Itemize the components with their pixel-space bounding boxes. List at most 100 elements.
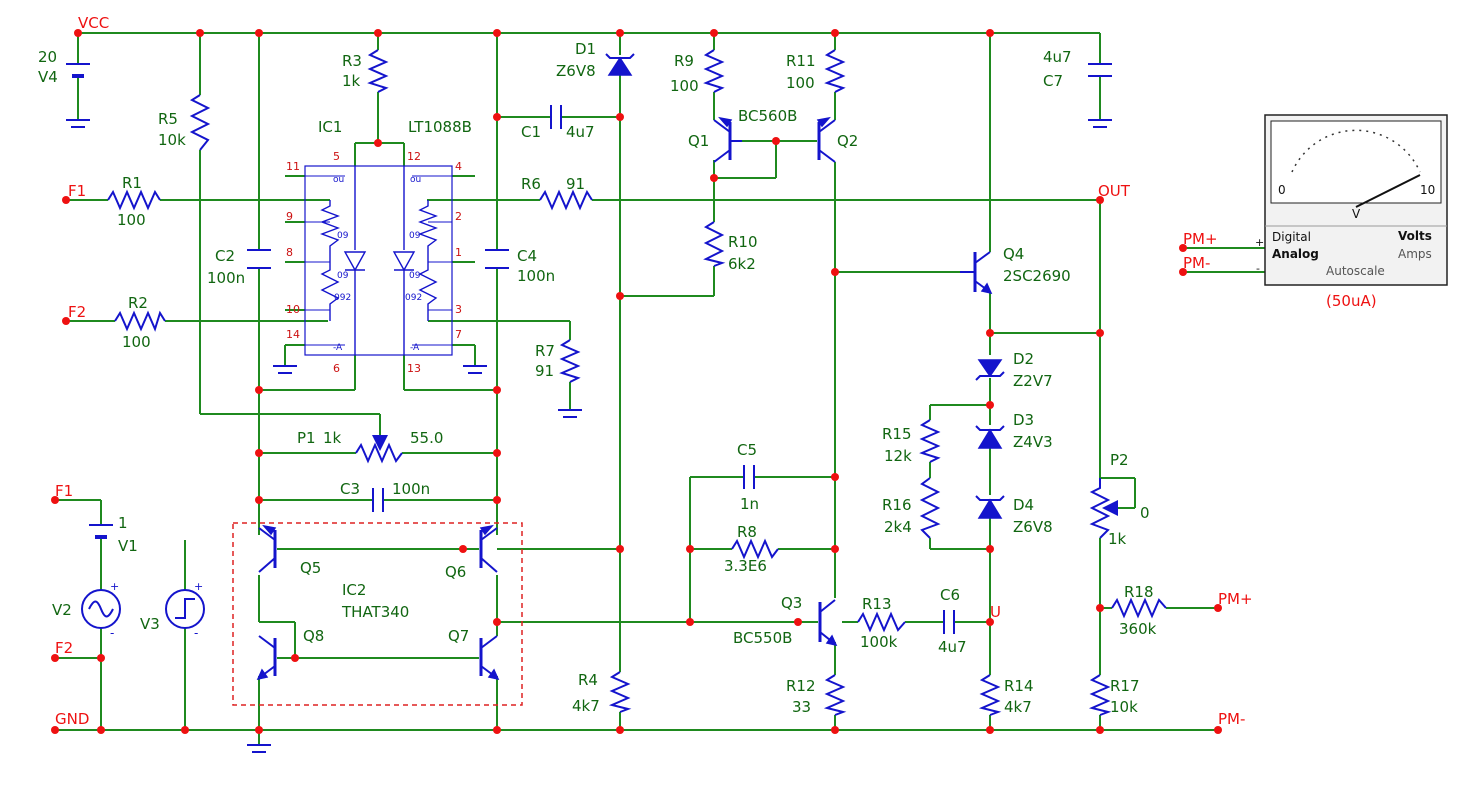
- r15-ref: R15: [882, 425, 912, 443]
- r3-value: 1k: [342, 72, 361, 90]
- net-vcc: VCC: [78, 14, 109, 32]
- resistor-r12[interactable]: [823, 674, 847, 716]
- svg-text:-: -: [1256, 262, 1260, 275]
- d4-value: Z6V8: [1013, 518, 1053, 536]
- capacitor-c1[interactable]: [550, 105, 562, 129]
- node-dots: [51, 29, 1222, 734]
- resistor-r9[interactable]: [703, 49, 725, 93]
- capacitor-c3[interactable]: [372, 488, 384, 512]
- r12-value: 33: [792, 698, 811, 716]
- r12-ref: R12: [786, 677, 816, 695]
- c6-ref: C6: [940, 586, 960, 604]
- ic1-mark: 09: [409, 271, 421, 281]
- ic1-mark: 092: [334, 293, 351, 303]
- pulse-source-v3[interactable]: + -: [165, 580, 205, 640]
- transistor-q2[interactable]: [816, 116, 836, 163]
- c1-ref: C1: [521, 123, 541, 141]
- net-f1: F1: [68, 182, 86, 200]
- zener-d4[interactable]: [975, 495, 1005, 519]
- panel-meter[interactable]: 0 10 V Digital Analog Volts Amps Autosca…: [1255, 114, 1448, 286]
- capacitor-c7[interactable]: [1088, 63, 1112, 77]
- c3-ref: C3: [340, 480, 360, 498]
- zener-d2[interactable]: [975, 359, 1005, 381]
- meter-scale-min: 0: [1278, 183, 1286, 197]
- transistor-q6[interactable]: [479, 524, 498, 573]
- net-f1: F1: [55, 482, 73, 500]
- svg-text:-: -: [194, 626, 198, 640]
- resistor-r18[interactable]: [1111, 597, 1167, 619]
- transistor-q1[interactable]: [713, 116, 742, 163]
- r17-ref: R17: [1110, 677, 1140, 695]
- r2-ref: R2: [128, 294, 148, 312]
- ic2-outline[interactable]: [232, 522, 523, 706]
- c4-ref: C4: [517, 247, 537, 265]
- resistor-r14[interactable]: [978, 674, 1002, 716]
- resistor-r5[interactable]: [189, 94, 211, 151]
- potentiometer-p1[interactable]: [355, 442, 403, 464]
- r18-ref: R18: [1124, 583, 1154, 601]
- svg-text:9: 9: [286, 210, 293, 223]
- q5-ref: Q5: [300, 559, 321, 577]
- capacitor-c5[interactable]: [743, 465, 755, 489]
- meter-mode-digital[interactable]: Digital: [1272, 230, 1311, 244]
- meter-scale-max: 10: [1420, 183, 1435, 197]
- v4-value: 20: [38, 48, 57, 66]
- resistor-r6[interactable]: [539, 189, 593, 211]
- resistor-r7[interactable]: [559, 339, 581, 383]
- transistor-q3[interactable]: [818, 599, 838, 647]
- r14-value: 4k7: [1004, 698, 1032, 716]
- battery-v1[interactable]: [89, 524, 113, 539]
- p2-value: 1k: [1108, 530, 1127, 548]
- resistor-r2[interactable]: [114, 310, 166, 332]
- c1-value: 4u7: [566, 123, 595, 141]
- r6-value: 91: [566, 175, 585, 193]
- zener-d3[interactable]: [975, 425, 1005, 449]
- resistor-r17[interactable]: [1088, 674, 1112, 716]
- r1-value: 100: [117, 211, 146, 229]
- resistor-r3[interactable]: [367, 49, 389, 93]
- zener-d1[interactable]: [605, 53, 635, 76]
- r11-value: 100: [786, 74, 815, 92]
- r10-value: 6k2: [728, 255, 756, 273]
- r16-value: 2k4: [884, 518, 912, 536]
- svg-text:13: 13: [407, 362, 421, 375]
- r3-ref: R3: [342, 52, 362, 70]
- meter-autoscale[interactable]: Autoscale: [1326, 264, 1385, 278]
- r5-ref: R5: [158, 110, 178, 128]
- transistor-q7[interactable]: [479, 635, 500, 681]
- potentiometer-p2[interactable]: [1089, 478, 1111, 539]
- transistor-q5[interactable]: [258, 524, 277, 573]
- c2-ref: C2: [215, 247, 235, 265]
- ic1-lt1088b[interactable]: ou ou 09 09 09 09 092 092 -A -A: [304, 165, 453, 356]
- transistor-q8[interactable]: [256, 635, 277, 681]
- meter-mode-analog[interactable]: Analog: [1272, 247, 1319, 261]
- resistor-r15[interactable]: [919, 419, 941, 463]
- resistor-r1[interactable]: [107, 189, 161, 211]
- resistor-r13[interactable]: [857, 611, 906, 633]
- v2-ref: V2: [52, 601, 72, 619]
- capacitor-c6[interactable]: [943, 610, 955, 634]
- d2-value: Z2V7: [1013, 372, 1053, 390]
- c2-value: 100n: [207, 269, 245, 287]
- capacitor-c4[interactable]: [485, 249, 509, 269]
- meter-range-volts[interactable]: Volts: [1398, 229, 1432, 243]
- resistor-r10[interactable]: [703, 221, 726, 267]
- capacitor-c2[interactable]: [247, 249, 271, 269]
- resistor-r4[interactable]: [608, 671, 632, 713]
- resistor-r11[interactable]: [824, 49, 846, 93]
- v1-value: 1: [118, 514, 128, 532]
- resistor-r8[interactable]: [731, 538, 779, 560]
- meter-unit: V: [1352, 207, 1361, 221]
- r9-value: 100: [670, 77, 699, 95]
- transistor-q4[interactable]: [960, 251, 993, 295]
- d1-value: Z6V8: [556, 62, 596, 80]
- r15-value: 12k: [884, 447, 912, 465]
- resistors: [107, 49, 1167, 716]
- net-f2: F2: [55, 639, 73, 657]
- meter-range-amps[interactable]: Amps: [1398, 247, 1432, 261]
- resistor-r16[interactable]: [919, 477, 941, 539]
- battery-v4[interactable]: [66, 63, 90, 78]
- d2-ref: D2: [1013, 350, 1034, 368]
- q3-part: BC550B: [733, 629, 792, 647]
- ac-source-v2[interactable]: + -: [81, 580, 121, 640]
